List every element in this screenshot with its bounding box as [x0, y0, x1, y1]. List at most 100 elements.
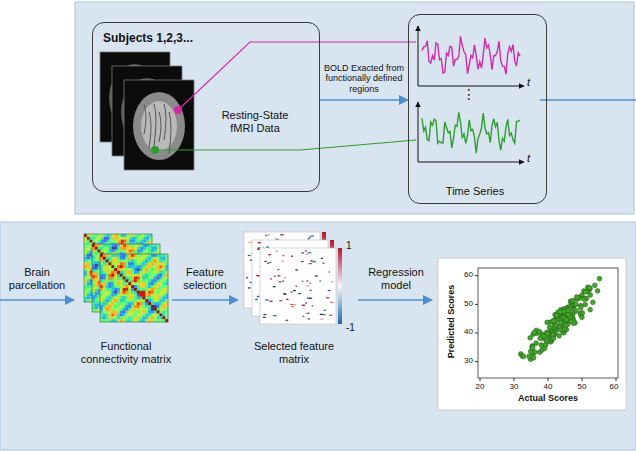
matrix-cell: [114, 277, 117, 280]
matrix-cell: [154, 260, 157, 263]
matrix-cell: [101, 240, 104, 243]
matrix-cell: [123, 274, 126, 277]
matrix-cell: [154, 311, 157, 314]
matrix-cell: [131, 314, 134, 317]
matrix-cell: [154, 277, 157, 280]
matrix-cell: [112, 250, 115, 253]
feature-cell: [263, 317, 266, 318]
matrix-cell: [106, 247, 109, 250]
matrix-cell: [128, 260, 131, 263]
matrix-cell: [106, 297, 109, 300]
matrix-cell: [95, 301, 98, 304]
matrix-cell: [87, 245, 90, 248]
matrix-cell: [109, 316, 112, 319]
feature-cell: [276, 250, 278, 251]
matrix-cell: [137, 265, 140, 268]
highlight-cell: [140, 291, 146, 297]
matrix-cell: [84, 254, 87, 257]
matrix-cell: [126, 282, 129, 285]
matrix-cell: [123, 250, 126, 253]
matrix-cell: [112, 244, 115, 247]
matrix-cell: [95, 284, 98, 287]
matrix-cell: [120, 244, 123, 247]
matrix-cell: [103, 265, 106, 268]
matrix-cell: [160, 291, 163, 294]
matrix-cell: [111, 291, 114, 294]
matrix-cell: [126, 285, 129, 288]
matrix-cell: [92, 298, 95, 301]
matrix-cell: [114, 268, 117, 271]
matrix-cell: [121, 234, 124, 237]
matrix-cell: [117, 314, 120, 317]
feature-cell: [301, 252, 304, 253]
matrix-cell: [120, 271, 123, 274]
matrix-cell: [140, 282, 143, 285]
matrix-cell: [114, 274, 117, 277]
matrix-cell: [117, 263, 120, 266]
matrix-cell: [87, 240, 90, 243]
matrix-cell: [143, 257, 146, 260]
matrix-cell: [134, 294, 137, 297]
matrix-cell: [103, 254, 106, 257]
matrix-cell: [126, 299, 129, 302]
matrix-cell: [129, 250, 132, 253]
matrix-cell: [92, 250, 95, 253]
matrix-cell: [162, 302, 165, 305]
matrix-cell: [126, 277, 129, 280]
matrix-cell: [109, 305, 112, 308]
matrix-cell: [148, 285, 151, 288]
matrix-cell: [145, 288, 148, 291]
matrix-cell: [126, 280, 129, 283]
matrix-cell: [111, 265, 114, 268]
matrix-cell: [151, 282, 154, 285]
matrix-cell: [95, 304, 98, 307]
matrix-cell: [145, 291, 148, 294]
feature-cell: [255, 299, 258, 300]
matrix-cell: [128, 282, 131, 285]
matrix-cell: [114, 311, 117, 314]
feature-cell: [326, 297, 329, 298]
matrix-cell: [145, 297, 148, 300]
matrix-cell: [123, 308, 126, 311]
feature-cell: [280, 234, 283, 235]
matrix-cell: [106, 308, 109, 311]
feature-cell: [273, 286, 276, 287]
matrix-cell: [154, 305, 157, 308]
matrix-cell: [151, 311, 154, 314]
matrix-cell: [111, 282, 114, 285]
matrix-cell: [92, 306, 95, 309]
matrix-cell: [128, 265, 131, 268]
matrix-cell: [154, 294, 157, 297]
matrix-cell: [118, 247, 121, 250]
matrix-cell: [104, 240, 107, 243]
sulcus: [149, 112, 151, 148]
flow-line: [540, 99, 636, 101]
matrix-cell: [123, 268, 126, 271]
matrix-cell: [145, 268, 148, 271]
matrix-cell: [128, 288, 131, 291]
matrix-cell: [106, 316, 109, 319]
matrix-cell: [148, 308, 151, 311]
matrix-cell: [103, 316, 106, 319]
matrix-cell: [143, 265, 146, 268]
matrix-cell: [157, 282, 160, 285]
matrix-cell: [157, 260, 160, 263]
matrix-cell: [146, 244, 149, 247]
matrix-cell: [154, 302, 157, 305]
mri-slice: [124, 80, 194, 170]
matrix-cell: [106, 244, 109, 247]
matrix-cell: [103, 274, 106, 277]
matrix-cell: [146, 250, 149, 253]
matrix-cell: [84, 291, 87, 294]
matrix-cell: [100, 308, 103, 311]
matrix-cell: [126, 260, 129, 263]
matrix-cell: [160, 263, 163, 266]
matrix-cell: [126, 308, 129, 311]
matrix-cell: [132, 240, 135, 243]
matrix-cell: [160, 299, 163, 302]
matrix-cell: [111, 299, 114, 302]
matrix-cell: [162, 297, 165, 300]
matrix-cell: [106, 263, 109, 266]
matrix-cell: [87, 277, 90, 280]
matrix-cell: [140, 250, 143, 253]
